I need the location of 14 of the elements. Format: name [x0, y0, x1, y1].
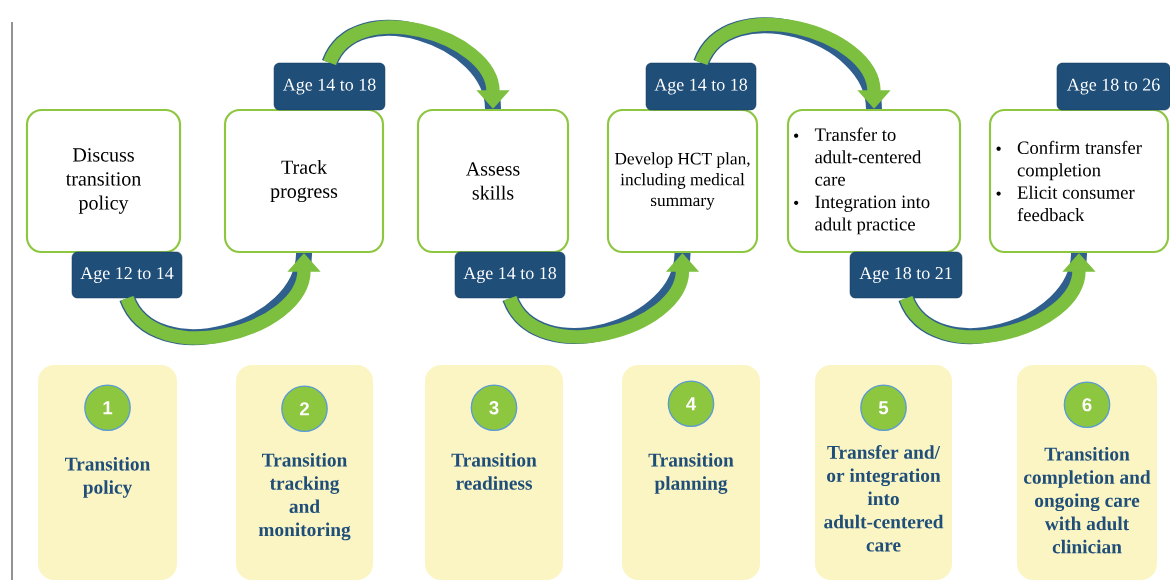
age-badge: Age 14 to 18 [645, 62, 757, 111]
step-box: Track progress [223, 108, 385, 254]
curved-arrow [322, 20, 510, 111]
step-box: Discuss transition policy [25, 108, 182, 254]
age-badge: Age 14 to 18 [454, 251, 566, 299]
step-box: Confirm transfer completion Elicit consumer feedback [988, 108, 1170, 254]
step-box: Develop HCT plan, including medical summary [606, 108, 759, 254]
step-box: Transfer to adult-centered care Integration into adult practice [786, 108, 962, 254]
curved-arrow [694, 17, 891, 111]
age-badge: Age 12 to 14 [71, 251, 183, 299]
age-badge: Age 14 to 18 [273, 62, 386, 111]
age-badge: Age 18 to 21 [849, 251, 963, 299]
step-box: Assess skills [416, 108, 570, 254]
age-badge: Age 18 to 26 [1056, 62, 1170, 111]
